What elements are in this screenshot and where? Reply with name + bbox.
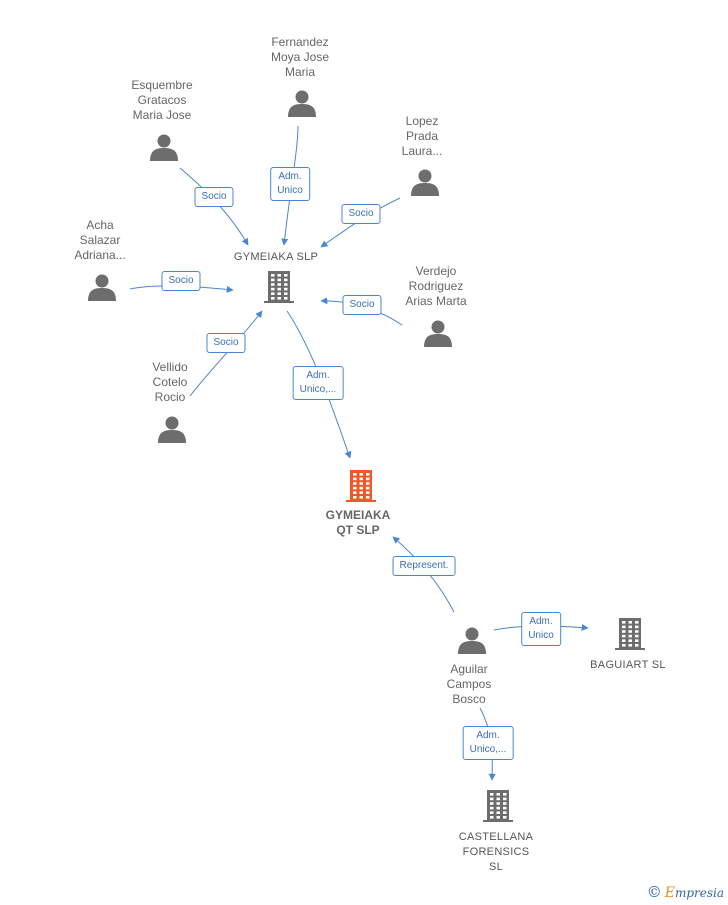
edge-label[interactable]: Socio [206,333,246,353]
edge-label[interactable]: Socio [342,295,382,315]
person-icon[interactable] [411,169,439,197]
node-label-baguiart[interactable]: BAGUIART SL [590,659,666,671]
edge-label[interactable]: Socio [341,204,381,224]
edge-label[interactable]: Adm. Unico [270,167,310,201]
edge-label[interactable]: Socio [194,187,234,207]
person-icon[interactable] [158,416,186,444]
node-label-aguilar[interactable]: Aguilar Campos Bosco [446,662,492,706]
person-icon[interactable] [150,134,178,162]
person-icon[interactable] [288,90,316,118]
edge-label[interactable]: Socio [161,271,201,291]
brand-initial: E [664,885,675,901]
edge-label[interactable]: Adm. Unico,... [462,726,514,760]
edge-label[interactable]: Represent. [392,556,456,576]
person-icon[interactable] [88,274,116,302]
edge-label[interactable]: Adm. Unico,... [292,366,344,400]
node-label-vellido[interactable]: Vellido Cotelo Rocio [152,360,188,404]
company-icon[interactable] [483,790,513,822]
node-label-castellana[interactable]: CASTELLANA FORENSICS SL [458,831,534,873]
node-label-lopez[interactable]: Lopez Prada Laura... [401,114,443,158]
brand-name: mpresia [674,886,724,900]
person-icon[interactable] [458,627,486,655]
edge-label[interactable]: Adm. Unico [521,612,561,646]
node-label-gymeiaka-slp[interactable]: GYMEIAKA SLP [233,251,319,263]
node-label-gymeiaka-qt[interactable]: GYMEIAKA QT SLP [325,508,391,537]
company-icon[interactable] [264,271,294,303]
company-icon[interactable] [615,618,645,650]
node-label-verdejo[interactable]: Verdejo Rodriguez Arias Marta [405,264,467,308]
person-icon[interactable] [424,320,452,348]
copyright-icon: © [646,883,662,901]
company-focus-icon[interactable] [346,470,376,502]
node-label-esquembre[interactable]: Esquembre Gratacos Maria Jose [131,78,193,122]
brand-logo: ©Empresia [647,883,724,901]
node-label-fernandez[interactable]: Fernandez Moya Jose Maria [270,35,330,79]
node-label-acha[interactable]: Acha Salazar Adriana... [74,218,126,262]
edge-vellido-to-gymeiaka_slp [189,310,263,397]
